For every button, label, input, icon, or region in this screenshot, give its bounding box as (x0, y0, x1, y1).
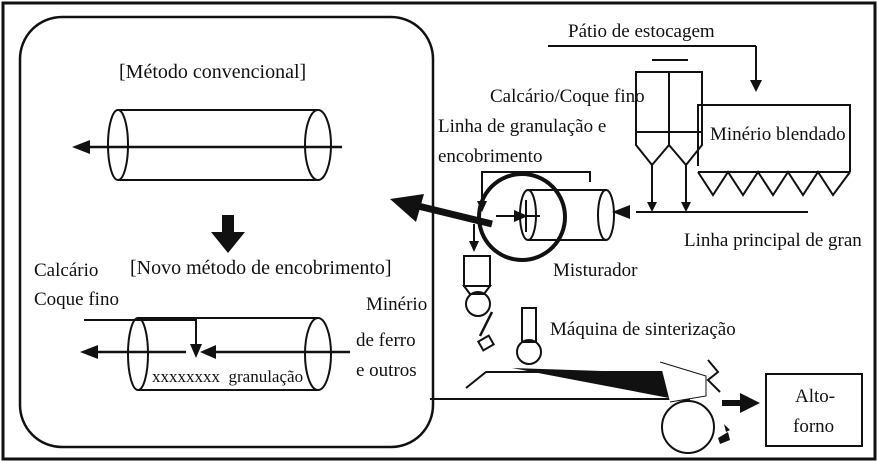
limestone-label: Calcário (34, 260, 98, 281)
feed-to-sinter (462, 224, 496, 352)
mixer-label: Misturador (553, 260, 638, 281)
granulation-line-label-1: Linha de granulação e (438, 116, 606, 137)
iron-ore-label-1: Minério (366, 294, 427, 315)
limestone-coke-label: Calcário/Coque fino (490, 86, 645, 107)
mixer-highlight-circle (477, 172, 567, 262)
mixer-drum (477, 172, 615, 262)
blast-furnace-box: Alto- forno (765, 373, 863, 447)
sinter-machine-label: Máquina de sinterização (550, 319, 736, 340)
storage-yard-label: Pátio de estocagem (568, 21, 715, 42)
storage-yard-feed (548, 45, 762, 92)
inset-rounded-box (18, 15, 435, 449)
conventional-drum (107, 109, 332, 181)
ignition-hood (516, 307, 542, 365)
new-method-title: [Novo método de encobrimento] (130, 257, 392, 279)
iron-ore-label-2: de ferro (356, 330, 416, 351)
conventional-flow-arrow (72, 140, 342, 154)
fine-coke-label: Coque fino (34, 289, 119, 310)
blast-furnace-label-2: forno (793, 416, 834, 437)
limestone-coke-hoppers (635, 59, 703, 182)
granulation-line-label-2: encobrimento (438, 146, 542, 167)
blended-ore-bins (697, 104, 851, 197)
coating-drum (127, 317, 332, 391)
conventional-method-title: [Método convencional] (119, 61, 306, 83)
ore-feed-arrow (200, 345, 350, 359)
sinter-strand (430, 359, 760, 454)
coated-output-arrow (80, 345, 186, 359)
main-conveyor (612, 182, 808, 219)
blended-ore-label: Minério blendado (710, 124, 846, 145)
blast-furnace-label-1: Alto- (795, 386, 835, 407)
down-arrow (211, 215, 245, 253)
iron-ore-label-3: e outros (356, 360, 417, 381)
main-line-label: Linha principal de gran (684, 230, 862, 251)
flux-feed-line (84, 319, 202, 358)
zoom-arrow (390, 194, 493, 228)
method-comparison-panel: [Método convencional] [Novo método de en… (18, 15, 435, 449)
granulation-label: xxxxxxxx granulação (152, 367, 303, 386)
